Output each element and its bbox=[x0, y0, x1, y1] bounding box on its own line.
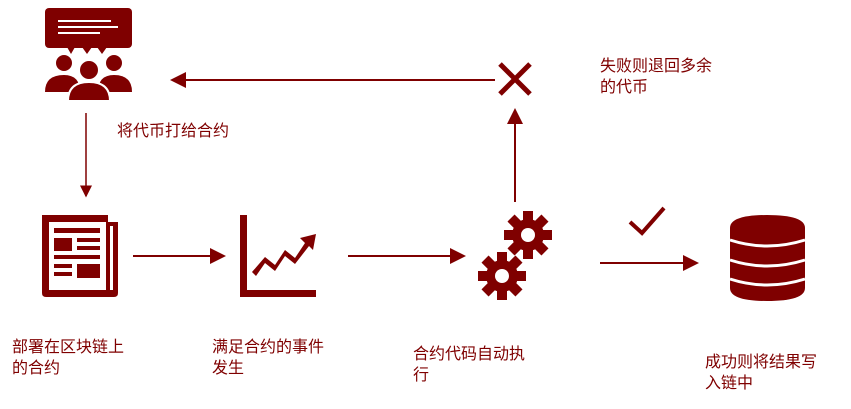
event-label: 满足合约的事件 发生 bbox=[212, 337, 325, 377]
check-icon bbox=[628, 206, 666, 236]
fail-refund-label: 失败则退回多余 的代币 bbox=[600, 56, 713, 96]
cross-icon bbox=[498, 62, 532, 96]
newspaper-icon bbox=[42, 215, 118, 297]
database-icon bbox=[729, 215, 806, 301]
gears-icon bbox=[478, 211, 552, 300]
execute-label: 合约代码自动执 行 bbox=[413, 344, 526, 384]
deploy-label: 部署在区块链上 的合约 bbox=[12, 337, 125, 377]
chart-trend-icon bbox=[240, 215, 316, 297]
pay-tokens-label: 将代币打给合约 bbox=[117, 121, 230, 140]
users-chat-icon bbox=[45, 8, 132, 102]
success-label: 成功则将结果写 入链中 bbox=[705, 352, 818, 392]
